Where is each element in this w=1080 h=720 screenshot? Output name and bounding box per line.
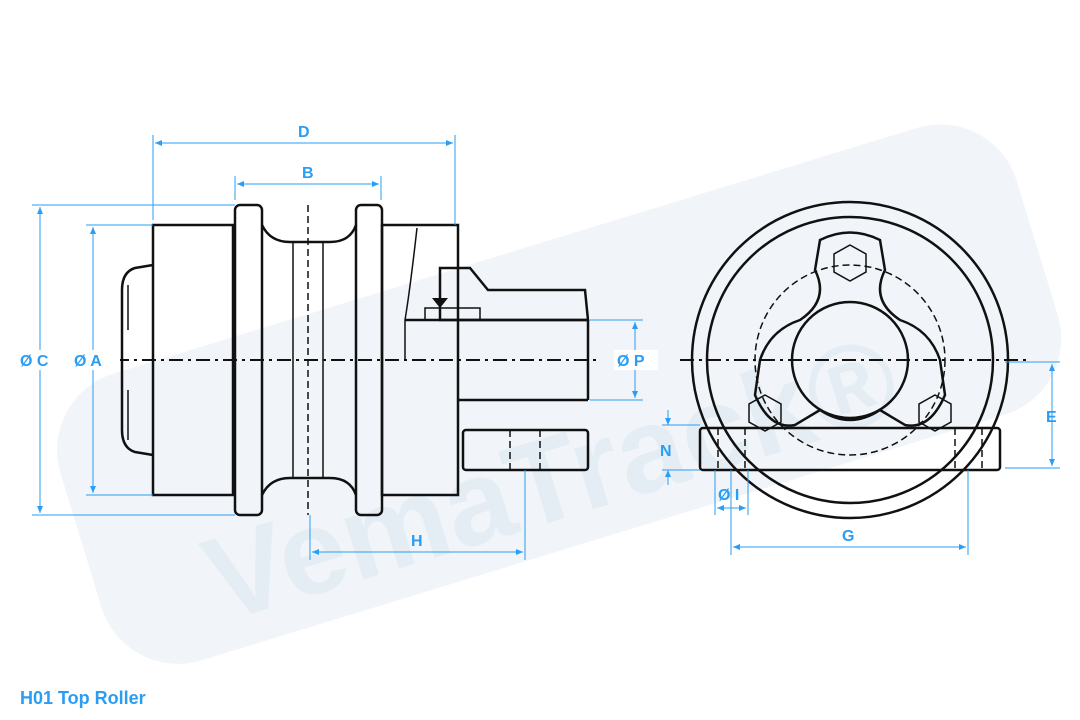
drawing-title: H01 Top Roller — [20, 688, 146, 708]
dim-h: H — [411, 533, 423, 550]
front-view — [680, 200, 1030, 520]
dim-n: N — [660, 443, 672, 460]
dim-p: Ø P — [617, 353, 645, 370]
dim-i: Ø I — [718, 487, 739, 504]
dim-g: G — [842, 528, 854, 545]
dim-b: B — [302, 165, 314, 182]
dim-c: Ø C — [20, 353, 49, 370]
dim-d: D — [298, 124, 310, 141]
dimensions: D B Ø C Ø A Ø P H E N Ø I G — [18, 124, 1060, 560]
base-plate — [698, 426, 1002, 472]
watermark: VemaTrack® — [57, 124, 1062, 664]
dim-e: E — [1046, 409, 1057, 426]
dim-a: Ø A — [74, 353, 102, 370]
